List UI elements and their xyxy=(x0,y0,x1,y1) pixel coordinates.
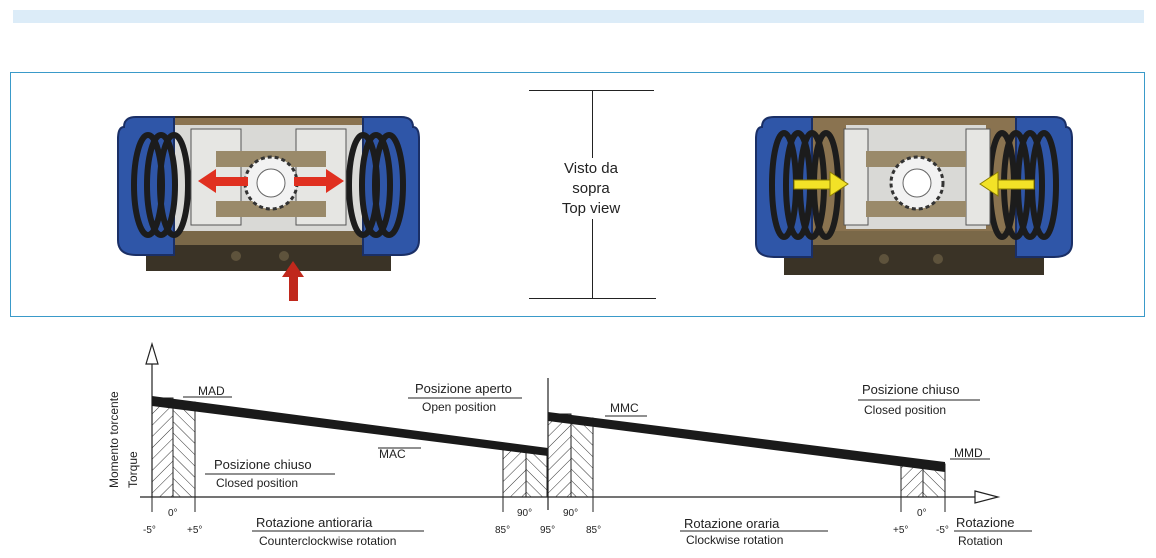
top-band xyxy=(13,10,1144,23)
piston-left xyxy=(843,128,869,226)
rotation-cw-it: Rotazione oraria xyxy=(684,516,780,531)
tick-minus5-left: -5° xyxy=(143,525,156,536)
actuator-panel: Visto da sopra Top view xyxy=(10,72,1145,317)
dim-line-vertical-lower xyxy=(592,219,593,299)
actuator-base xyxy=(146,243,391,271)
rotation-ccw-en: Counterclockwise rotation xyxy=(259,534,397,548)
pos-open-it: Posizione aperto xyxy=(415,381,512,396)
tick-90-left: 90° xyxy=(517,508,533,519)
tick-95: 95° xyxy=(540,525,556,536)
top-view-line3: Top view xyxy=(561,200,621,217)
tick-85-right: 85° xyxy=(586,525,602,536)
x-tick-marks xyxy=(151,497,946,512)
piston-right xyxy=(965,128,991,226)
actuator-left-illustration xyxy=(117,116,420,301)
pos-open-en: Open position xyxy=(422,400,497,414)
pos-closed-left-en: Closed position xyxy=(216,476,299,490)
tick-zero-left: 0° xyxy=(168,508,178,519)
tick-zero-right: 0° xyxy=(917,508,927,519)
tick-minus5-right: -5° xyxy=(936,525,949,536)
torque-diagram xyxy=(140,341,1032,532)
y-axis-arrow-icon xyxy=(145,341,159,365)
hatch-zone-open-left xyxy=(502,447,527,498)
hatch-zone-mmc-right xyxy=(570,417,594,498)
hatch-zone-open-right xyxy=(525,449,548,498)
pos-closed-right-it: Posizione chiuso xyxy=(862,382,960,397)
arrow-left-yellow-icon xyxy=(979,171,1035,197)
top-view-label: Visto da sopra Top view xyxy=(541,159,641,219)
arrow-left-red-icon xyxy=(198,169,248,193)
rotation-ccw-it: Rotazione antioraria xyxy=(256,515,373,530)
hatch-zone-mmc-left xyxy=(547,413,572,498)
torque-band-cw xyxy=(548,412,945,472)
x-axis-arrow-icon xyxy=(974,490,1001,504)
top-view-line1: Visto da xyxy=(564,160,618,177)
y-axis-label-it: Momento torcente xyxy=(107,391,121,488)
tick-90-right: 90° xyxy=(563,508,579,519)
tick-plus5-left: +5° xyxy=(187,525,203,536)
tick-plus5-right: +5° xyxy=(893,525,909,536)
tick-85-left: 85° xyxy=(495,525,511,536)
y-axis-label-en: Torque xyxy=(126,451,140,488)
actuator-right-illustration xyxy=(755,116,1073,275)
label-mmc: MMC xyxy=(610,401,639,415)
arrow-right-red-icon xyxy=(294,169,344,193)
arrow-right-yellow-icon xyxy=(793,171,849,197)
label-mad: MAD xyxy=(198,384,225,398)
pos-closed-left-it: Posizione chiuso xyxy=(214,457,312,472)
rotation-axis-it: Rotazione xyxy=(956,515,1015,530)
pos-closed-right-en: Closed position xyxy=(864,403,947,417)
hatch-zone-start-right xyxy=(172,401,196,498)
air-inlet-arrow-icon xyxy=(282,261,304,301)
top-view-line2: sopra xyxy=(572,180,610,197)
torque-band-ccw xyxy=(152,396,548,456)
dim-line-vertical-upper xyxy=(592,90,593,158)
label-mac: MAC xyxy=(379,447,406,461)
actuator-base xyxy=(784,243,1044,275)
dim-line-top xyxy=(529,90,654,91)
rotation-axis-en: Rotation xyxy=(958,534,1003,548)
label-rules xyxy=(183,396,1032,532)
spring-right-icon xyxy=(346,132,406,238)
label-mmd: MMD xyxy=(954,446,983,460)
rotation-cw-en: Clockwise rotation xyxy=(686,533,784,547)
hatch-zone-start-left xyxy=(151,397,174,498)
spring-left-icon xyxy=(131,132,191,238)
